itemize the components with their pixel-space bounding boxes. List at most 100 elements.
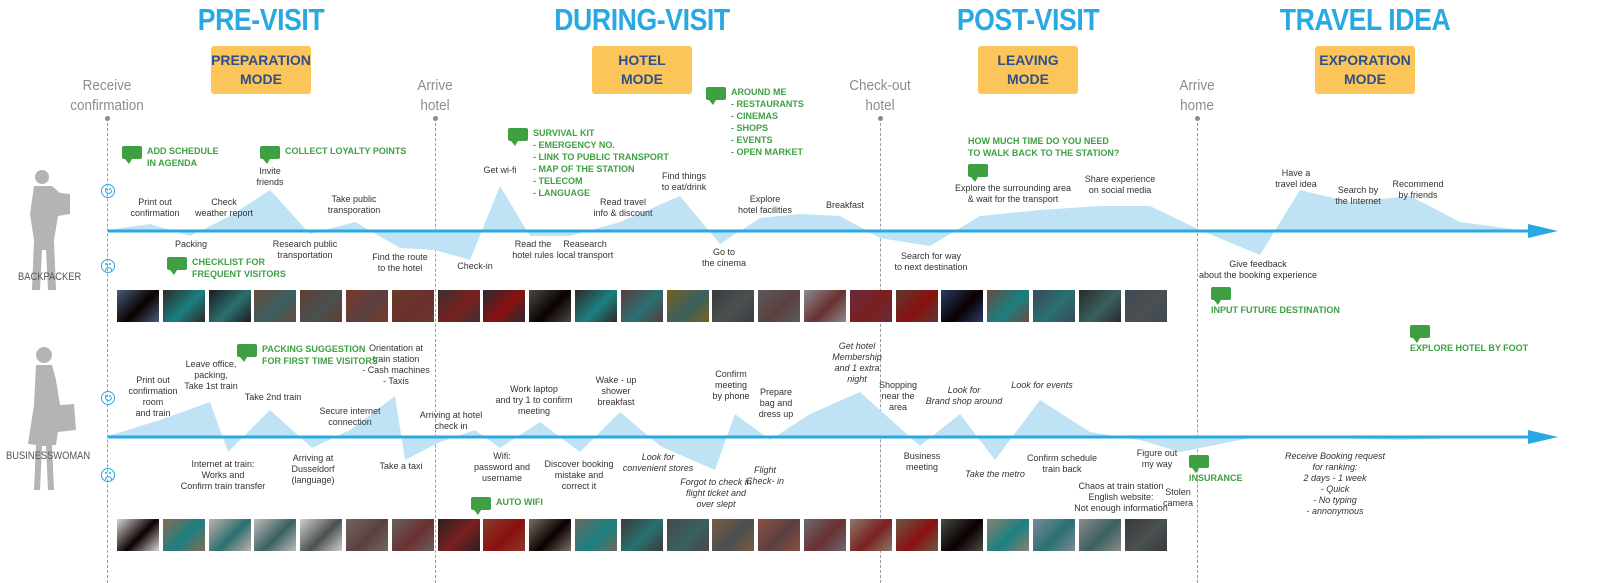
idea-text: HOW MUCH TIME DO YOU NEED TO WALK BACK T…	[968, 136, 1120, 158]
journey-step: Search for way to next destination	[894, 251, 968, 272]
photo-thumbnail	[529, 290, 572, 322]
journey-step: Read the hotel rules	[512, 239, 554, 260]
journey-step: Receive Booking request for ranking: 2 d…	[1284, 451, 1386, 516]
comment-bubble-icon	[260, 146, 280, 164]
journey-step: Research public transportation	[272, 239, 338, 260]
journey-step: Shopping near the area	[878, 380, 918, 412]
timeline-arrow-icon	[1528, 224, 1558, 238]
comment-bubble-icon	[706, 87, 726, 105]
journey-step: Check weather report	[194, 197, 254, 218]
journey-step: Discover booking mistake and correct it	[544, 459, 614, 491]
milestone-dot	[105, 116, 110, 121]
comment-bubble-icon	[508, 128, 528, 146]
mode-line: PREPARATION	[211, 52, 311, 68]
journey-step: Get hotel Membership and 1 extra night	[832, 341, 882, 384]
photo-thumbnail	[117, 290, 159, 322]
mode-line: MODE	[1344, 71, 1386, 87]
milestone-arrive-hotel: Arrive hotel	[417, 77, 453, 114]
sad-face-icon	[101, 468, 115, 482]
photo-thumbnail	[483, 519, 526, 551]
journey-step: Invite friends	[256, 166, 284, 187]
journey-step: Take public transporation	[327, 194, 381, 215]
milestone-dot	[1195, 116, 1200, 121]
photo-thumbnail	[620, 290, 663, 322]
journey-step: Take 2nd train	[244, 392, 302, 402]
photo-thumbnail	[804, 519, 846, 551]
idea-text: INSURANCE	[1189, 473, 1243, 483]
photo-thumbnail	[346, 290, 388, 322]
idea-note: PACKING SUGGESTION FOR FIRST TIME VISITO…	[237, 343, 378, 367]
journey-step: Explore hotel facilities	[737, 194, 793, 215]
photo-thumbnail	[895, 519, 938, 551]
idea-note: INSURANCE	[1189, 454, 1243, 484]
idea-text: COLLECT LOYALTY POINTS	[285, 146, 407, 156]
journey-step: Share experience on social media	[1084, 174, 1156, 195]
happy-face-icon	[101, 184, 115, 198]
journey-step: Take the metro	[965, 469, 1025, 479]
mode-line: MODE	[620, 71, 663, 87]
journey-step: Wifi: password and username	[473, 451, 531, 483]
idea-note: CHECKLIST FOR FREQUENT VISITORS	[167, 256, 286, 280]
journey-step: Figure out my way	[1136, 448, 1178, 469]
happy-face-icon	[101, 391, 115, 405]
photo-thumbnail	[1124, 290, 1167, 322]
idea-text: CHECKLIST FOR FREQUENT VISITORS	[192, 257, 286, 279]
photo-thumbnail	[849, 519, 892, 551]
journey-step: Find the route to the hotel	[372, 252, 428, 273]
photo-thumbnail	[987, 290, 1030, 322]
journey-step: Prepare bag and dress up	[758, 387, 794, 419]
comment-bubble-icon	[237, 344, 257, 362]
journey-step: Flight Check- in	[745, 465, 785, 486]
journey-step: Breakfast	[825, 200, 865, 210]
phase-title-post-visit: POST-VISIT	[956, 2, 1100, 37]
journey-step: Get wi-fi	[483, 165, 517, 175]
mode-line: EXPORATION	[1319, 52, 1411, 68]
journey-step: Print out confirmation	[130, 197, 180, 218]
journey-step: Give feedback about the booking experien…	[1198, 259, 1318, 280]
idea-text: SURVIVAL KIT - EMERGENCY NO. - LINK TO P…	[533, 128, 669, 198]
milestone-divider	[880, 118, 881, 583]
journey-step: Forgot to check in flight ticket and ove…	[680, 477, 752, 509]
photo-thumbnail	[575, 290, 617, 322]
journey-step: Chaos at train station English website: …	[1074, 481, 1168, 513]
photo-thumbnail	[712, 290, 755, 322]
idea-note: INPUT FUTURE DESTINATION	[1211, 286, 1340, 316]
milestone-divider	[435, 118, 436, 583]
idea-text: AROUND ME - RESTAURANTS - CINEMAS - SHOP…	[731, 87, 804, 157]
idea-note: SURVIVAL KIT - EMERGENCY NO. - LINK TO P…	[508, 127, 669, 199]
photo-thumbnail	[849, 290, 892, 322]
persona-label-backpacker: BACKPACKER	[18, 271, 82, 283]
photo-thumbnail	[1033, 290, 1075, 322]
businesswoman-emotion-area	[108, 392, 1520, 470]
mode-line: HOTEL	[618, 52, 666, 68]
journey-step: Confirm schedule train back	[1026, 453, 1098, 474]
photo-thumbnail	[987, 519, 1030, 551]
sad-face-icon	[101, 259, 115, 273]
photo-thumbnail	[941, 290, 984, 322]
journey-step: Look for Brand shop around	[925, 385, 1003, 406]
businesswoman-figure-icon	[28, 347, 76, 490]
journey-step: Wake - up shower breakfast	[595, 375, 637, 407]
photo-thumbnail	[346, 519, 388, 551]
comment-bubble-icon	[968, 164, 988, 182]
photo-thumbnail	[300, 519, 343, 551]
mode-box-hotel: HOTEL MODE	[592, 46, 692, 94]
photo-thumbnail	[941, 519, 984, 551]
photo-thumbnail	[1124, 519, 1167, 551]
idea-note: EXPLORE HOTEL BY FOOT	[1410, 324, 1528, 354]
photo-thumbnail	[529, 519, 572, 551]
comment-bubble-icon	[1189, 455, 1209, 473]
photo-thumbnail	[1078, 290, 1121, 322]
journey-step: Arriving at Dusseldorf (language)	[291, 453, 335, 485]
idea-note: AUTO WIFI	[471, 496, 543, 515]
journey-step: Read travel info & discount	[593, 197, 653, 218]
comment-bubble-icon	[122, 146, 142, 164]
comment-bubble-icon	[1211, 287, 1231, 305]
photo-thumbnail	[391, 290, 434, 322]
journey-step: Arriving at hotel check in	[419, 410, 483, 431]
journey-step: Search by the Internet	[1335, 185, 1381, 206]
photo-thumbnail	[712, 519, 755, 551]
comment-bubble-icon	[167, 257, 187, 275]
journey-step: Recommend by friends	[1392, 179, 1444, 200]
